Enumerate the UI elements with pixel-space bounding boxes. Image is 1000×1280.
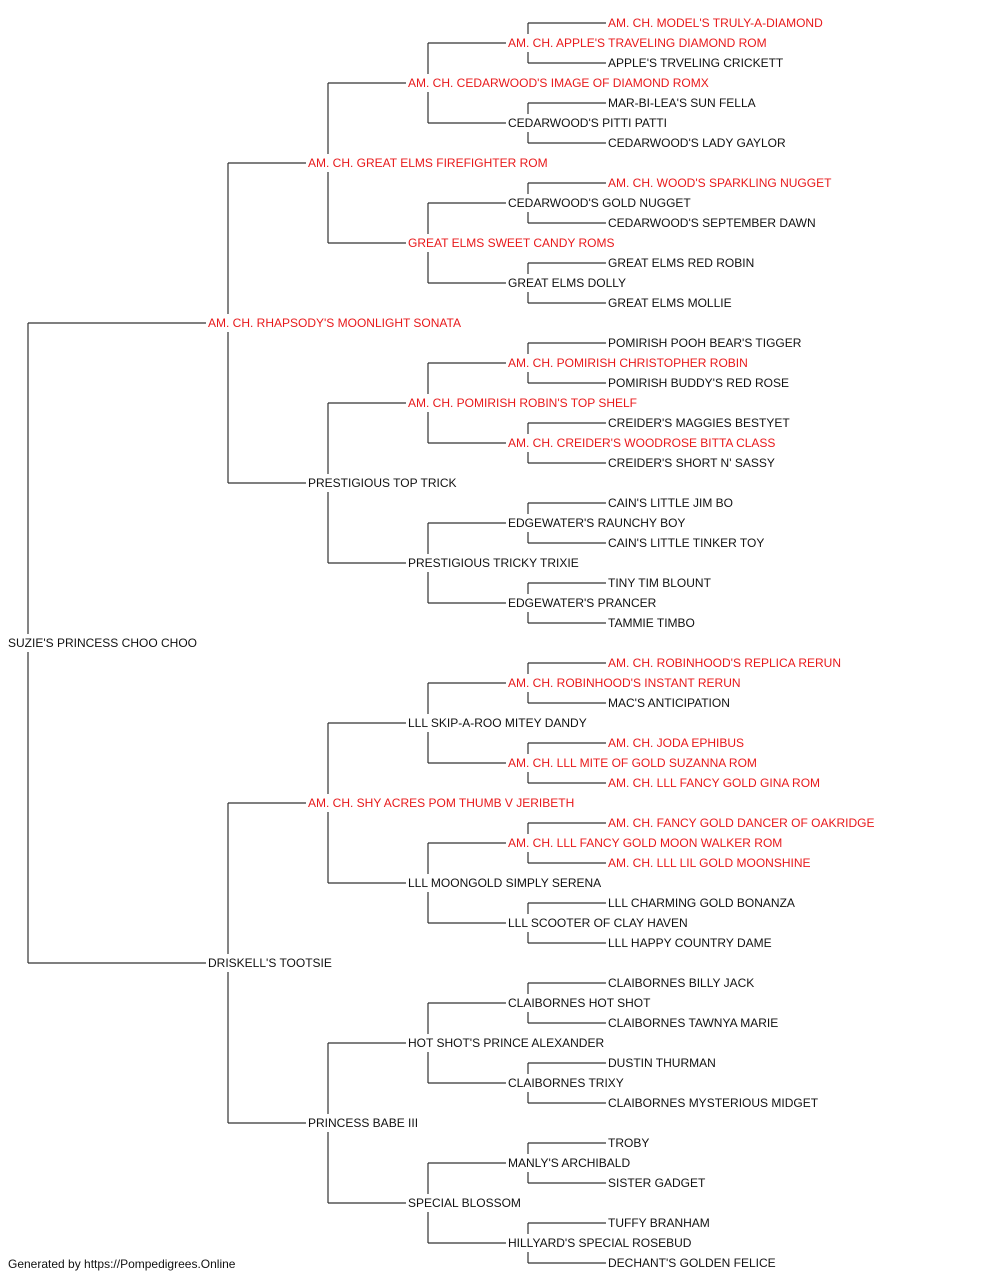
champion-dog-name: AM. CH. JODA EPHIBUS [608,736,744,750]
dog-name: DUSTIN THURMAN [608,1056,716,1070]
dog-name: MAR-BI-LEA'S SUN FELLA [608,96,756,110]
dog-name: TINY TIM BLOUNT [608,576,712,590]
dog-name: PRESTIGIOUS TOP TRICK [308,476,456,490]
dog-name: EDGEWATER'S RAUNCHY BOY [508,516,685,530]
generated-by-footer: Generated by https://Pompedigrees.Online [8,1257,236,1271]
dog-name: CEDARWOOD'S LADY GAYLOR [608,136,786,150]
champion-dog-name: AM. CH. POMIRISH CHRISTOPHER ROBIN [508,356,748,370]
dog-name: CEDARWOOD'S GOLD NUGGET [508,196,691,210]
champion-dog-name: GREAT ELMS SWEET CANDY ROMS [408,236,614,250]
dog-name: GREAT ELMS RED ROBIN [608,256,754,270]
dog-name: CREIDER'S SHORT N' SASSY [608,456,775,470]
dog-name: LLL MOONGOLD SIMPLY SERENA [408,876,601,890]
dog-name: CLAIBORNES TRIXY [508,1076,624,1090]
dog-name: CEDARWOOD'S PITTI PATTI [508,116,667,130]
dog-name: MANLY'S ARCHIBALD [508,1156,630,1170]
champion-dog-name: AM. CH. FANCY GOLD DANCER OF OAKRIDGE [608,816,874,830]
dog-name: CEDARWOOD'S SEPTEMBER DAWN [608,216,816,230]
dog-name: PRINCESS BABE III [308,1116,418,1130]
dog-name: DRISKELL'S TOOTSIE [208,956,332,970]
dog-name: GREAT ELMS DOLLY [508,276,626,290]
dog-name: POMIRISH BUDDY'S RED ROSE [608,376,789,390]
dog-name: POMIRISH POOH BEAR'S TIGGER [608,336,802,350]
dog-name: SUZIE'S PRINCESS CHOO CHOO [8,636,197,650]
champion-dog-name: AM. CH. WOOD'S SPARKLING NUGGET [608,176,832,190]
champion-dog-name: AM. CH. RHAPSODY'S MOONLIGHT SONATA [208,316,461,330]
champion-dog-name: AM. CH. CREIDER'S WOODROSE BITTA CLASS [508,436,775,450]
champion-dog-name: AM. CH. ROBINHOOD'S INSTANT RERUN [508,676,741,690]
champion-dog-name: AM. CH. LLL FANCY GOLD MOON WALKER ROM [508,836,782,850]
dog-name: LLL HAPPY COUNTRY DAME [608,936,772,950]
dog-name: GREAT ELMS MOLLIE [608,296,732,310]
champion-dog-name: AM. CH. GREAT ELMS FIREFIGHTER ROM [308,156,548,170]
champion-dog-name: AM. CH. MODEL'S TRULY-A-DIAMOND [608,16,823,30]
champion-dog-name: AM. CH. LLL LIL GOLD MOONSHINE [608,856,811,870]
dog-name: SISTER GADGET [608,1176,706,1190]
champion-dog-name: AM. CH. SHY ACRES POM THUMB V JERIBETH [308,796,574,810]
dog-name: HILLYARD'S SPECIAL ROSEBUD [508,1236,692,1250]
champion-dog-name: AM. CH. LLL MITE OF GOLD SUZANNA ROM [508,756,757,770]
dog-name: EDGEWATER'S PRANCER [508,596,657,610]
dog-name: TROBY [608,1136,649,1150]
dog-name: APPLE'S TRVELING CRICKETT [608,56,784,70]
dog-name: CLAIBORNES TAWNYA MARIE [608,1016,778,1030]
dog-name: CLAIBORNES HOT SHOT [508,996,651,1010]
dog-name: CAIN'S LITTLE TINKER TOY [608,536,764,550]
dog-name: CLAIBORNES BILLY JACK [608,976,754,990]
dog-name: CREIDER'S MAGGIES BESTYET [608,416,790,430]
dog-name: MAC'S ANTICIPATION [608,696,730,710]
champion-dog-name: AM. CH. ROBINHOOD'S REPLICA RERUN [608,656,841,670]
dog-name: SPECIAL BLOSSOM [408,1196,521,1210]
champion-dog-name: AM. CH. POMIRISH ROBIN'S TOP SHELF [408,396,637,410]
dog-name: PRESTIGIOUS TRICKY TRIXIE [408,556,579,570]
dog-name: LLL SCOOTER OF CLAY HAVEN [508,916,688,930]
dog-name: LLL SKIP-A-ROO MITEY DANDY [408,716,587,730]
dog-name: CLAIBORNES MYSTERIOUS MIDGET [608,1096,819,1110]
dog-name: TUFFY BRANHAM [608,1216,710,1230]
dog-name: DECHANT'S GOLDEN FELICE [608,1256,776,1270]
dog-name: LLL CHARMING GOLD BONANZA [608,896,795,910]
dog-name: TAMMIE TIMBO [608,616,695,630]
dog-name: HOT SHOT'S PRINCE ALEXANDER [408,1036,604,1050]
champion-dog-name: AM. CH. LLL FANCY GOLD GINA ROM [608,776,820,790]
champion-dog-name: AM. CH. CEDARWOOD'S IMAGE OF DIAMOND ROM… [408,76,709,90]
champion-dog-name: AM. CH. APPLE'S TRAVELING DIAMOND ROM [508,36,767,50]
dog-name: CAIN'S LITTLE JIM BO [608,496,733,510]
